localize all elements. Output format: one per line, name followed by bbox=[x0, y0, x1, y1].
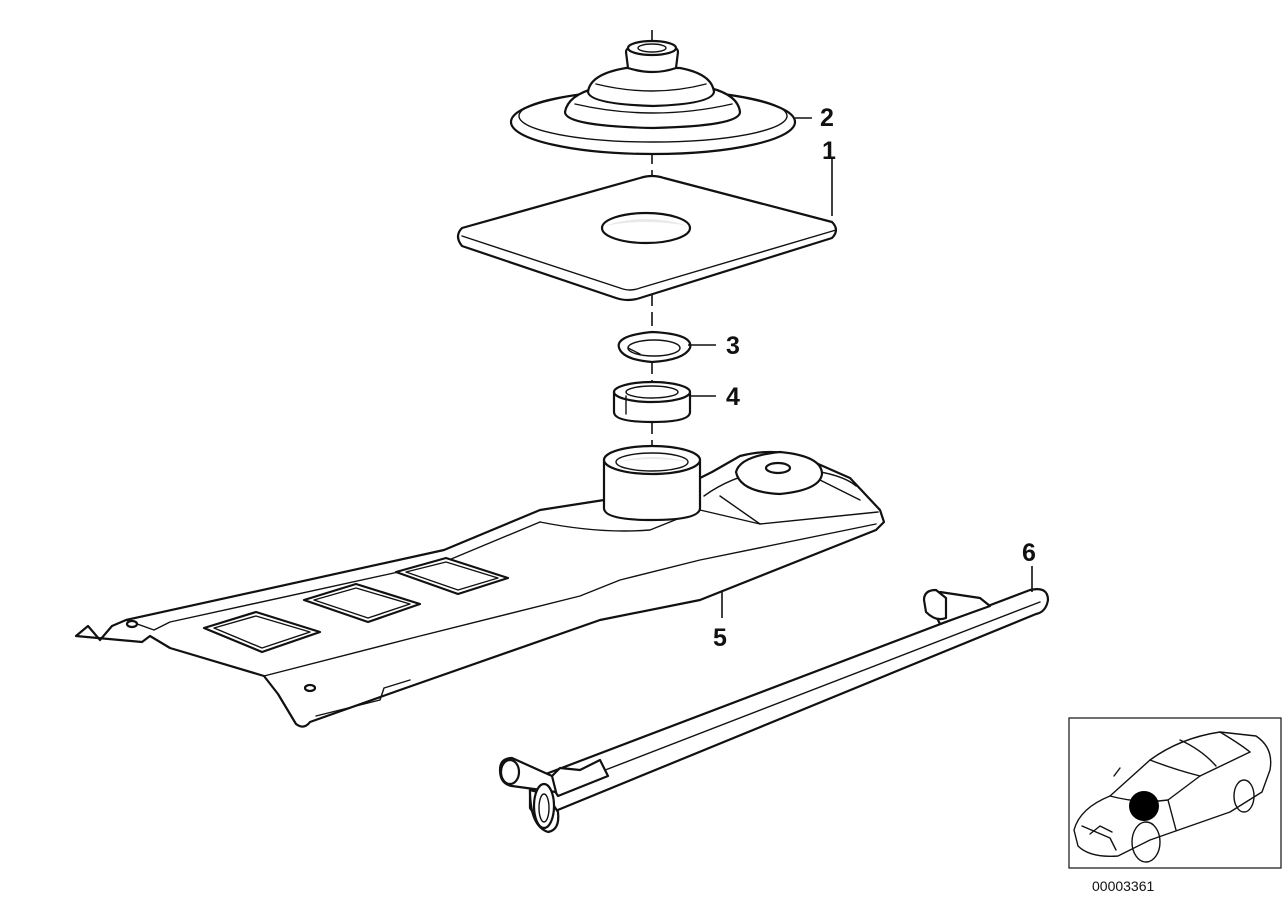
callout-4: 4 bbox=[726, 383, 740, 411]
document-number: 00003361 bbox=[1092, 878, 1155, 894]
part-5-base-plate bbox=[74, 444, 886, 728]
part-1-plate bbox=[456, 174, 838, 302]
callout-1: 1 bbox=[822, 137, 836, 165]
location-marker bbox=[1129, 791, 1159, 821]
part-3-snap-ring bbox=[617, 330, 692, 364]
callout-2: 2 bbox=[820, 104, 834, 132]
part-6-shift-rod bbox=[498, 588, 1050, 834]
part-2-boot bbox=[509, 39, 797, 156]
location-thumbnail bbox=[1068, 717, 1282, 869]
callout-3: 3 bbox=[726, 332, 740, 360]
callout-leaders bbox=[688, 117, 1033, 618]
callout-labels: 1 2 3 4 5 6 bbox=[713, 104, 1036, 652]
part-4-bushing bbox=[612, 380, 692, 424]
callout-6: 6 bbox=[1022, 539, 1036, 567]
callout-5: 5 bbox=[713, 624, 727, 652]
